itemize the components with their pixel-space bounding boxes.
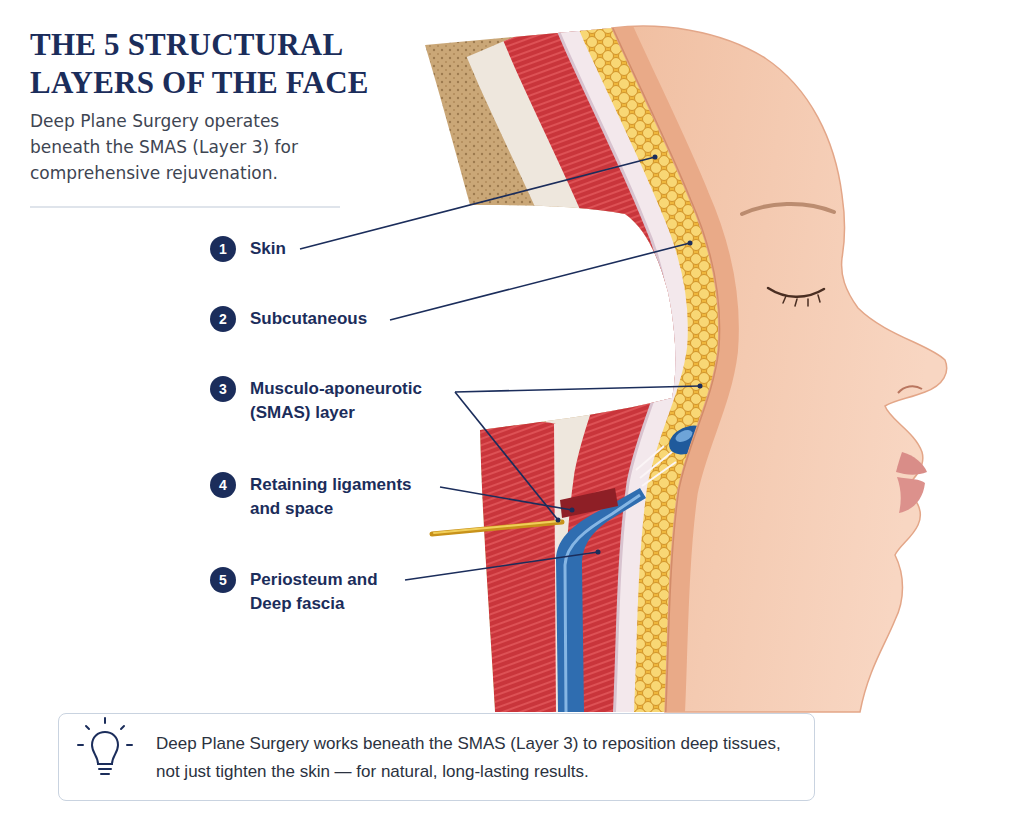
leader-dot — [653, 155, 658, 160]
bulb-rays — [78, 718, 132, 745]
bulb-base — [99, 769, 111, 774]
eyelashes — [783, 295, 820, 306]
skin-layer — [600, 0, 719, 760]
callout-item: 3 Musculo-aponeurotic (SMAS) layer — [210, 376, 445, 425]
nerve — [432, 522, 562, 534]
leader-dot — [688, 241, 693, 246]
callout-item: 4 Retaining ligaments and space — [210, 472, 435, 521]
ligament-fibers — [636, 446, 676, 486]
layer-label: Retaining ligaments and space — [250, 472, 435, 521]
leader-line — [300, 157, 655, 249]
eyebrow — [742, 204, 834, 214]
leader-line — [405, 552, 598, 580]
closed-eye — [768, 288, 824, 297]
leader-dot — [570, 508, 575, 513]
leader-line — [390, 243, 690, 320]
bulb-icon — [92, 732, 118, 764]
leader-line — [440, 487, 572, 510]
lower-lip — [897, 477, 925, 513]
divider-line — [30, 206, 340, 208]
nostril — [898, 386, 922, 393]
callout-number: 1 — [210, 236, 236, 262]
callout-item: 5 Periosteum and Deep fascia — [210, 567, 400, 616]
note-text: Deep Plane Surgery works beneath the SMA… — [156, 730, 800, 786]
callout-number: 4 — [210, 472, 236, 498]
subtitle-text: Deep Plane Surgery operates beneath the … — [30, 108, 320, 186]
vessel-highlight — [565, 495, 640, 712]
leader-dot — [698, 384, 703, 389]
layer-label: Skin — [250, 236, 400, 261]
note-box: Deep Plane Surgery works beneath the SMA… — [58, 713, 815, 801]
layer-label: Subcutaneous — [250, 306, 400, 331]
callout-item: 1 Skin — [210, 236, 400, 262]
layer-label: Periosteum and Deep fascia — [250, 567, 400, 616]
callout-number: 2 — [210, 306, 236, 332]
upper-lip — [896, 452, 927, 475]
nerve-highlight — [434, 521, 560, 533]
leader-line — [455, 386, 700, 392]
leader-dot — [556, 518, 561, 523]
blue-vessel — [556, 488, 646, 712]
callout-number: 3 — [210, 376, 236, 402]
callout-number: 5 — [210, 567, 236, 593]
ligament-block — [560, 488, 618, 518]
page-title: THE 5 STRUCTURAL LAYERS OF THE FACE — [30, 26, 410, 102]
skin-edge — [600, 0, 719, 760]
layer-label: Musculo-aponeurotic (SMAS) layer — [250, 376, 445, 425]
leader-dot — [596, 550, 601, 555]
leader-line — [455, 392, 558, 520]
callout-item: 2 Subcutaneous — [210, 306, 400, 332]
